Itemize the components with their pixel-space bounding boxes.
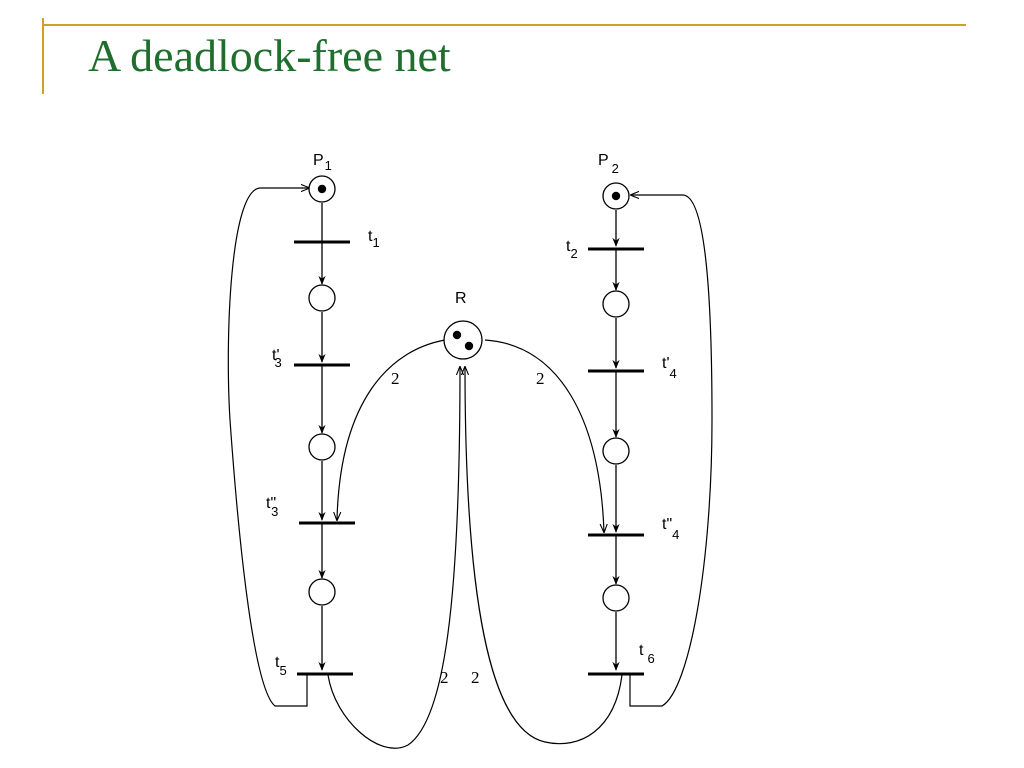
token-p2 (611, 191, 621, 201)
label-t1: t1 (368, 228, 380, 250)
arc-t5-to-p1 (227, 188, 309, 707)
arc-t6-to-p2 (629, 195, 713, 707)
label-t4b: t"4 (662, 516, 679, 542)
arc-t6-to-r (465, 367, 623, 745)
title-accent-vertical (42, 18, 44, 94)
tokens (317, 184, 621, 351)
place-r (443, 320, 483, 360)
places (308, 175, 630, 612)
resource-arcs (327, 339, 623, 749)
place-left-3 (308, 578, 336, 606)
arc-r-to-t3b (337, 339, 446, 520)
transitions (294, 240, 644, 676)
token-r-2 (464, 341, 474, 351)
token-r-1 (452, 330, 462, 340)
place-left-2 (308, 433, 336, 461)
weight-t6-to-r: 2 (471, 668, 480, 687)
label-p1: P1 (313, 152, 332, 173)
label-t3b: t"3 (266, 495, 278, 519)
place-right-3 (602, 584, 630, 612)
label-t2: t2 (566, 238, 578, 261)
slide-title: A deadlock-free net (88, 30, 451, 81)
label-t3a: t'3 (272, 347, 282, 370)
token-p1 (317, 184, 327, 194)
label-t5: t5 (275, 654, 287, 678)
feedback-arcs (227, 188, 713, 707)
label-t4a: t'4 (662, 355, 677, 381)
title-accent-horizontal (42, 24, 966, 26)
place-right-1 (602, 290, 630, 318)
weight-t5-to-r: 2 (440, 668, 449, 687)
place-left-1 (308, 284, 336, 312)
place-right-2 (602, 437, 630, 465)
label-r: R (455, 290, 467, 307)
arc-r-to-t4b (484, 339, 604, 532)
weight-r-to-t3b: 2 (391, 369, 400, 388)
arc-t5-to-r (327, 367, 460, 749)
weight-r-to-t4b: 2 (536, 369, 545, 388)
